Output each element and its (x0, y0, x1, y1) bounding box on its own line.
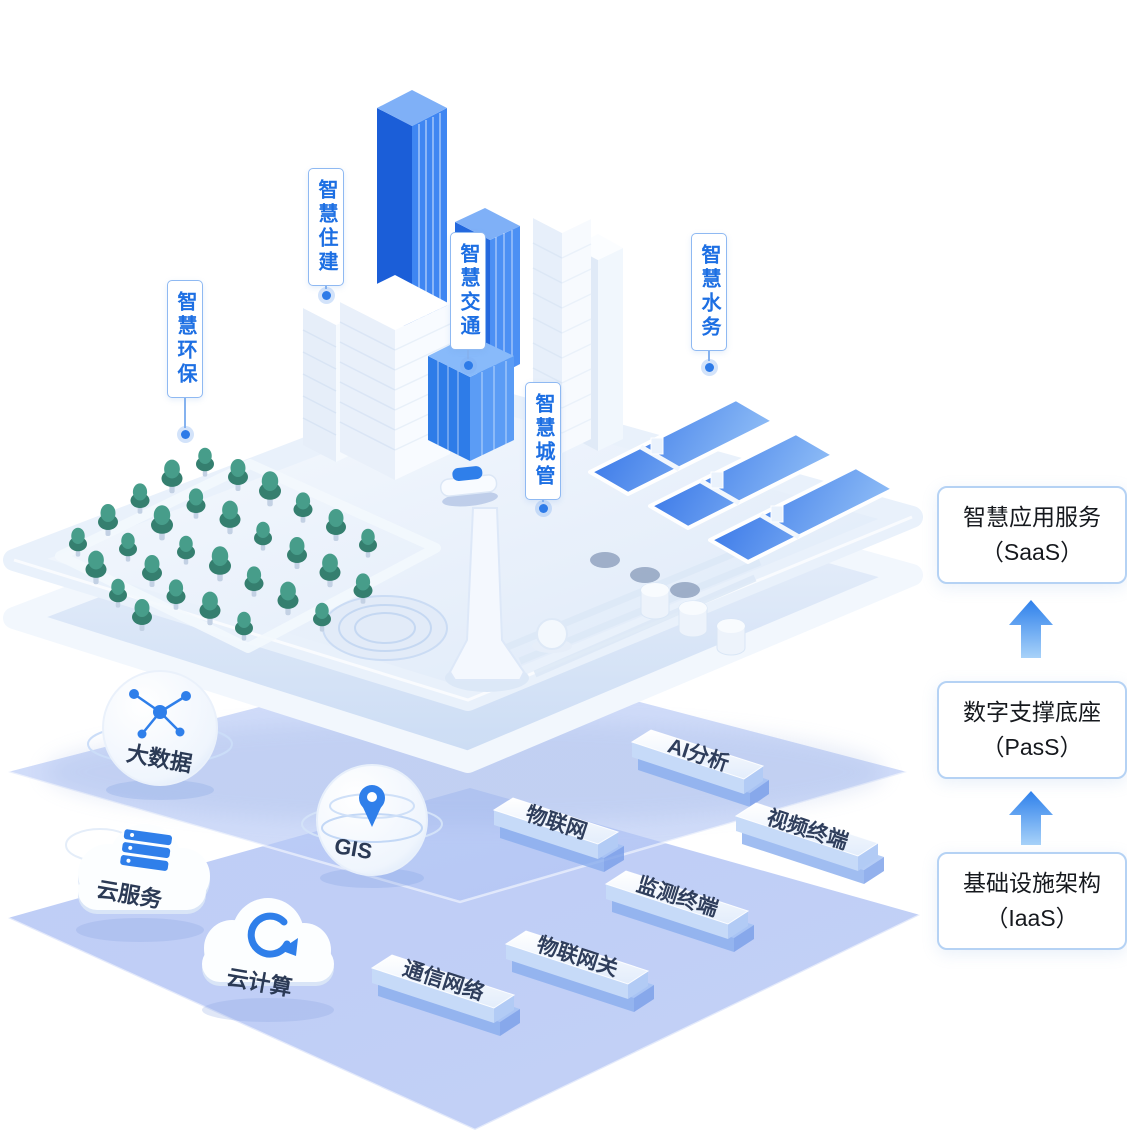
callout-line (467, 350, 469, 359)
panel-saas-title: 智慧应用服务 (963, 504, 1101, 530)
monument-tower (445, 507, 529, 692)
callout-smart-water: 智慧水务 (691, 233, 727, 372)
slab-video-terminal: 视频终端 (734, 802, 884, 884)
callout-smart-city-management: 智慧城管 (525, 382, 561, 513)
callout-line (708, 351, 710, 361)
callout-line (542, 500, 544, 502)
water-treatment-pools (588, 397, 896, 564)
slab-ai-analysis: AI分析 (630, 729, 769, 807)
callout-dot (704, 363, 714, 372)
big-data-sphere: 大数据 (87, 670, 233, 800)
server-stack-icon (120, 829, 172, 871)
gis-globe: GIS (301, 764, 443, 888)
callout-smart-housing: 智慧住建 (308, 168, 344, 300)
dome-building (532, 618, 572, 653)
walkway (55, 459, 441, 653)
callout-smart-environment: 智慧环保 (167, 280, 203, 439)
panel-saas-subtitle: （SaaS） (980, 539, 1084, 565)
callout-smart-transport: 智慧交通 (450, 232, 486, 370)
panel-paas: 数字支撑底座 （PasS） (937, 681, 1127, 779)
callout-label: 智慧城管 (525, 382, 561, 500)
panel-iaas-title: 基础设施架构 (963, 870, 1101, 896)
callout-line (184, 398, 186, 428)
callout-label: 智慧水务 (691, 233, 727, 351)
callout-label: 智慧住建 (308, 168, 344, 286)
slab-monitor-terminal: 监测终端 (604, 870, 754, 952)
globe-location-pin-icon (359, 785, 385, 827)
panel-iaas-subtitle: （IaaS） (985, 905, 1079, 931)
circular-plaza (322, 595, 448, 661)
building-blue-cube (428, 335, 514, 461)
circular-arrow-icon (247, 912, 298, 958)
callout-line (325, 286, 327, 289)
callout-label: 智慧环保 (167, 280, 203, 398)
storage-tanks (590, 552, 746, 656)
slab-iot: 物联网 (492, 797, 624, 872)
cloud-service: 云服务 (65, 824, 210, 942)
cloud-computing: 云计算 (202, 898, 334, 1022)
callout-dot (180, 430, 190, 439)
iaas-layer-board (7, 788, 921, 1132)
callout-dot (463, 361, 473, 370)
up-arrow-icon (1009, 600, 1053, 663)
building-blue-skyscraper (377, 90, 447, 330)
callout-dot (538, 504, 548, 513)
panel-iaas: 基础设施架构 （IaaS） (937, 852, 1127, 950)
panel-saas: 智慧应用服务 （SaaS） (937, 486, 1127, 584)
up-arrow-icon (1009, 791, 1053, 850)
callout-dot (321, 291, 331, 300)
car (439, 466, 498, 507)
panel-paas-title: 数字支撑底座 (963, 699, 1101, 725)
slab-iot-gateway: 物联网关 (504, 930, 654, 1012)
panel-paas-subtitle: （PasS） (981, 734, 1083, 760)
molecule-network-icon (129, 689, 191, 739)
callout-label: 智慧交通 (450, 232, 486, 350)
